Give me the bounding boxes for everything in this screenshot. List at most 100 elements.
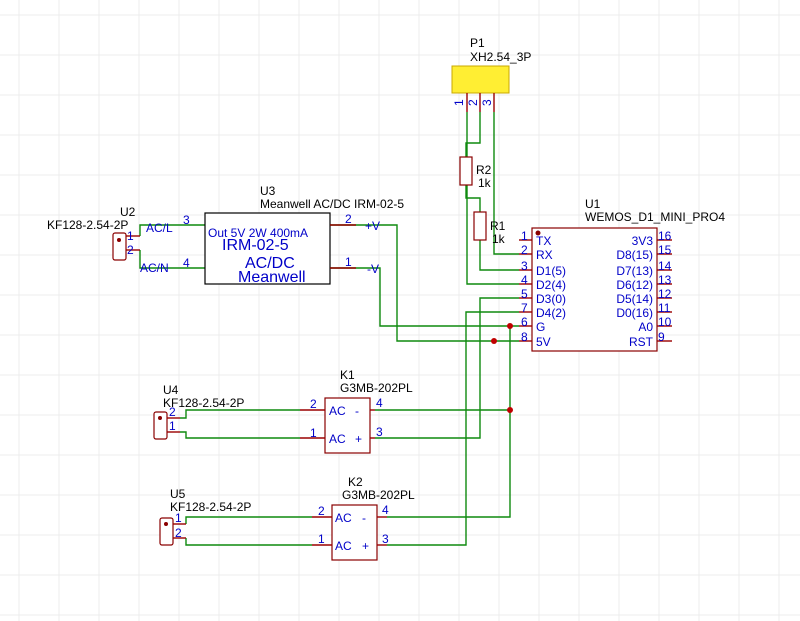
u1-left-pin-name: D4(2) bbox=[536, 306, 566, 320]
u1-body bbox=[531, 227, 658, 352]
component-k2[interactable]: K2 G3MB-202PL 2 1 4 3 AC AC - + bbox=[312, 475, 415, 561]
u1-ref: U1 bbox=[585, 197, 601, 211]
component-u5[interactable]: U5 KF128-2.54-2P 1 2 bbox=[159, 487, 251, 546]
k2-body bbox=[331, 504, 378, 561]
wire-u4-k1-ac2[interactable] bbox=[180, 431, 300, 439]
junction-5v bbox=[491, 338, 497, 344]
k2-ac2-label: AC bbox=[335, 539, 352, 553]
wire-p1-pin2-r2[interactable] bbox=[465, 112, 481, 157]
p1-value: XH2.54_3P bbox=[470, 50, 531, 64]
u3-pin1-num: 1 bbox=[345, 255, 352, 269]
u1-left-pin-num: 2 bbox=[521, 243, 528, 257]
k1-ref: K1 bbox=[340, 368, 355, 382]
u3-pin4-num: 4 bbox=[183, 256, 190, 270]
u4-pin2-num: 2 bbox=[169, 405, 176, 419]
k1-ac2-label: AC bbox=[329, 432, 346, 446]
u5-pin-marker bbox=[164, 522, 168, 526]
u1-left-pin-num: 4 bbox=[521, 273, 528, 287]
wire-u4-k1-ac1[interactable] bbox=[180, 409, 300, 419]
u1-left-pin-name: G bbox=[536, 320, 545, 334]
component-r1[interactable]: R1 1k bbox=[473, 211, 506, 246]
component-u3[interactable]: U3 Meanwell AC/DC IRM-02-5 Out 5V 2W 400… bbox=[140, 184, 404, 286]
u4-body bbox=[153, 411, 168, 440]
component-p1[interactable]: P1 XH2.54_3P 1 2 3 bbox=[451, 36, 531, 112]
wire-acl[interactable] bbox=[139, 224, 205, 236]
component-r2[interactable]: R2 1k bbox=[459, 156, 492, 190]
u4-ref: U4 bbox=[163, 383, 179, 397]
u1-right-pin-num: 14 bbox=[658, 259, 672, 273]
k2-pin2-num: 2 bbox=[318, 504, 325, 518]
u2-pin1-num: 1 bbox=[127, 229, 134, 243]
u3-pin3-num: 3 bbox=[183, 213, 190, 227]
u1-right-pin-num: 16 bbox=[658, 229, 672, 243]
u1-left-pin-num: 5 bbox=[521, 287, 528, 301]
wire-minus-v[interactable] bbox=[330, 267, 519, 327]
u1-right-pin-num: 12 bbox=[658, 287, 672, 301]
u1-left-pin-name: TX bbox=[536, 234, 551, 248]
u4-value: KF128-2.54-2P bbox=[163, 396, 244, 410]
component-u2[interactable]: U2 KF128-2.54-2P 1 2 bbox=[47, 205, 140, 261]
r1-ref: R1 bbox=[490, 219, 506, 233]
u3-net-acl: AC/L bbox=[146, 221, 173, 235]
p1-body bbox=[451, 65, 510, 94]
wire-gnd-k1[interactable] bbox=[375, 326, 511, 411]
k2-ref: K2 bbox=[348, 475, 363, 489]
u4-pin1-num: 1 bbox=[169, 419, 176, 433]
u5-pin1-num: 1 bbox=[175, 511, 182, 525]
u3-line2: IRM-02-5 bbox=[222, 237, 289, 254]
u1-left-pin-name: D1(5) bbox=[536, 264, 566, 278]
u1-right-pin-num: 15 bbox=[658, 243, 672, 257]
k1-value: G3MB-202PL bbox=[340, 381, 413, 395]
k2-pin4-num: 4 bbox=[382, 503, 389, 517]
u1-right-pin-name: D7(13) bbox=[616, 264, 653, 278]
wire-u5-k2-ac2[interactable] bbox=[185, 538, 312, 546]
p1-pin1-num: 1 bbox=[452, 99, 466, 106]
u5-ref: U5 bbox=[170, 487, 186, 501]
u1-left-pin-name: D2(4) bbox=[536, 278, 566, 292]
u1-right-pins: 163V315D8(15)14D7(13)13D6(12)12D5(14)11D… bbox=[616, 229, 672, 349]
u4-pin-marker bbox=[158, 416, 162, 420]
u1-right-pin-num: 13 bbox=[658, 273, 672, 287]
u1-right-pin-name: RST bbox=[629, 335, 654, 349]
r1-value: 1k bbox=[492, 232, 506, 246]
k1-pin2-num: 2 bbox=[310, 397, 317, 411]
wire-r2-r1[interactable] bbox=[465, 185, 481, 212]
u1-left-pin-num: 1 bbox=[521, 229, 528, 243]
u3-line1: Out 5V 2W 400mA bbox=[208, 226, 308, 240]
wire-u5-k2-ac1[interactable] bbox=[185, 516, 312, 524]
u1-value: WEMOS_D1_MINI_PRO4 bbox=[585, 210, 725, 224]
r2-body bbox=[459, 156, 473, 186]
u3-net-acn: AC/N bbox=[140, 261, 169, 275]
u3-net-minusv: -V bbox=[367, 262, 379, 276]
r1-body bbox=[473, 211, 487, 241]
k2-value: G3MB-202PL bbox=[342, 488, 415, 502]
k1-minus-label: - bbox=[355, 404, 359, 418]
k2-plus-label: + bbox=[362, 539, 369, 553]
component-k1[interactable]: K1 G3MB-202PL 2 1 4 3 AC AC - + bbox=[300, 368, 413, 454]
wire-d3-k2[interactable] bbox=[387, 311, 519, 546]
u1-right-pin-name: D5(14) bbox=[616, 292, 653, 306]
u2-pin2-num: 2 bbox=[127, 243, 134, 257]
wire-p1-pin3[interactable] bbox=[493, 112, 519, 255]
wire-d2-k1[interactable] bbox=[375, 297, 519, 439]
u1-right-pin-name: A0 bbox=[638, 320, 653, 334]
p1-ref: P1 bbox=[470, 36, 485, 50]
u1-left-pin-num: 6 bbox=[521, 315, 528, 329]
u2-body bbox=[112, 232, 127, 261]
u1-right-pin-name: 3V3 bbox=[632, 234, 654, 248]
wire-plus-v[interactable] bbox=[330, 224, 519, 342]
u3-line4: Meanwell bbox=[238, 269, 306, 286]
u1-left-pin-name: RX bbox=[536, 248, 553, 262]
wire-r1-d1[interactable] bbox=[479, 240, 519, 271]
u1-left-pin-num: 7 bbox=[521, 301, 528, 315]
wire-gnd-k2[interactable] bbox=[387, 410, 511, 518]
u3-pin2-num: 2 bbox=[345, 212, 352, 226]
component-u4[interactable]: U4 KF128-2.54-2P 2 1 bbox=[153, 383, 244, 440]
r2-value: 1k bbox=[478, 176, 492, 190]
wire-acn[interactable] bbox=[139, 250, 205, 269]
u5-pin2-num: 2 bbox=[175, 526, 182, 540]
